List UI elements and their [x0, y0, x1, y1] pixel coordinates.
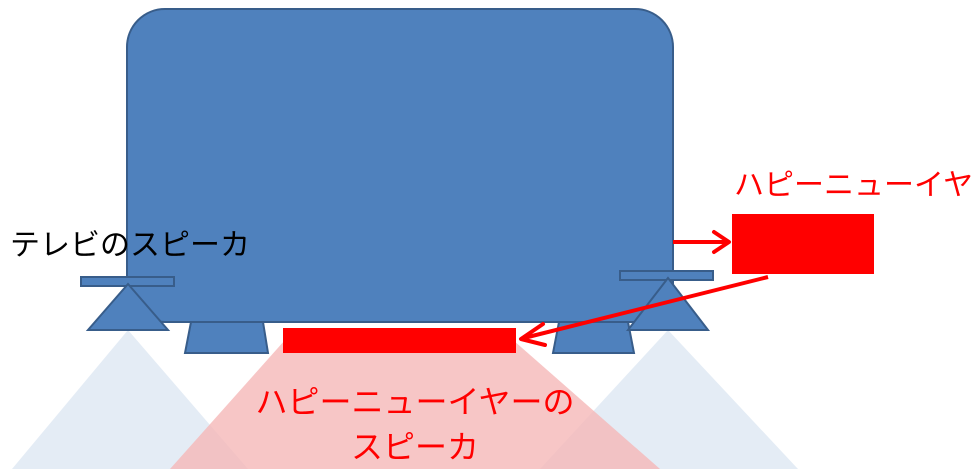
- left-speaker-sound-beam: [12, 330, 248, 469]
- left-tv-speaker-cone: [85, 282, 171, 331]
- happy-ear-speaker-bar: [283, 328, 516, 353]
- happy-ear-speaker-sound-beam: [170, 340, 660, 469]
- arrow-tv-to-device-head: [712, 230, 731, 254]
- label-tv-speaker: テレビのスピーカ: [10, 228, 250, 263]
- tv-body: [126, 8, 674, 323]
- label-happy-ear: ハピーニューイヤー: [734, 168, 975, 203]
- happy-ear-device: [732, 214, 874, 274]
- label-happy-ear-speaker-line1: ハピーニューイヤーの: [255, 383, 574, 421]
- arrow-device-to-speaker-head: [519, 322, 547, 347]
- label-happy-ear-speaker-line2: スピーカ: [351, 428, 479, 466]
- arrow-device-to-speaker: [523, 275, 769, 340]
- tv-foot-left: [183, 321, 270, 354]
